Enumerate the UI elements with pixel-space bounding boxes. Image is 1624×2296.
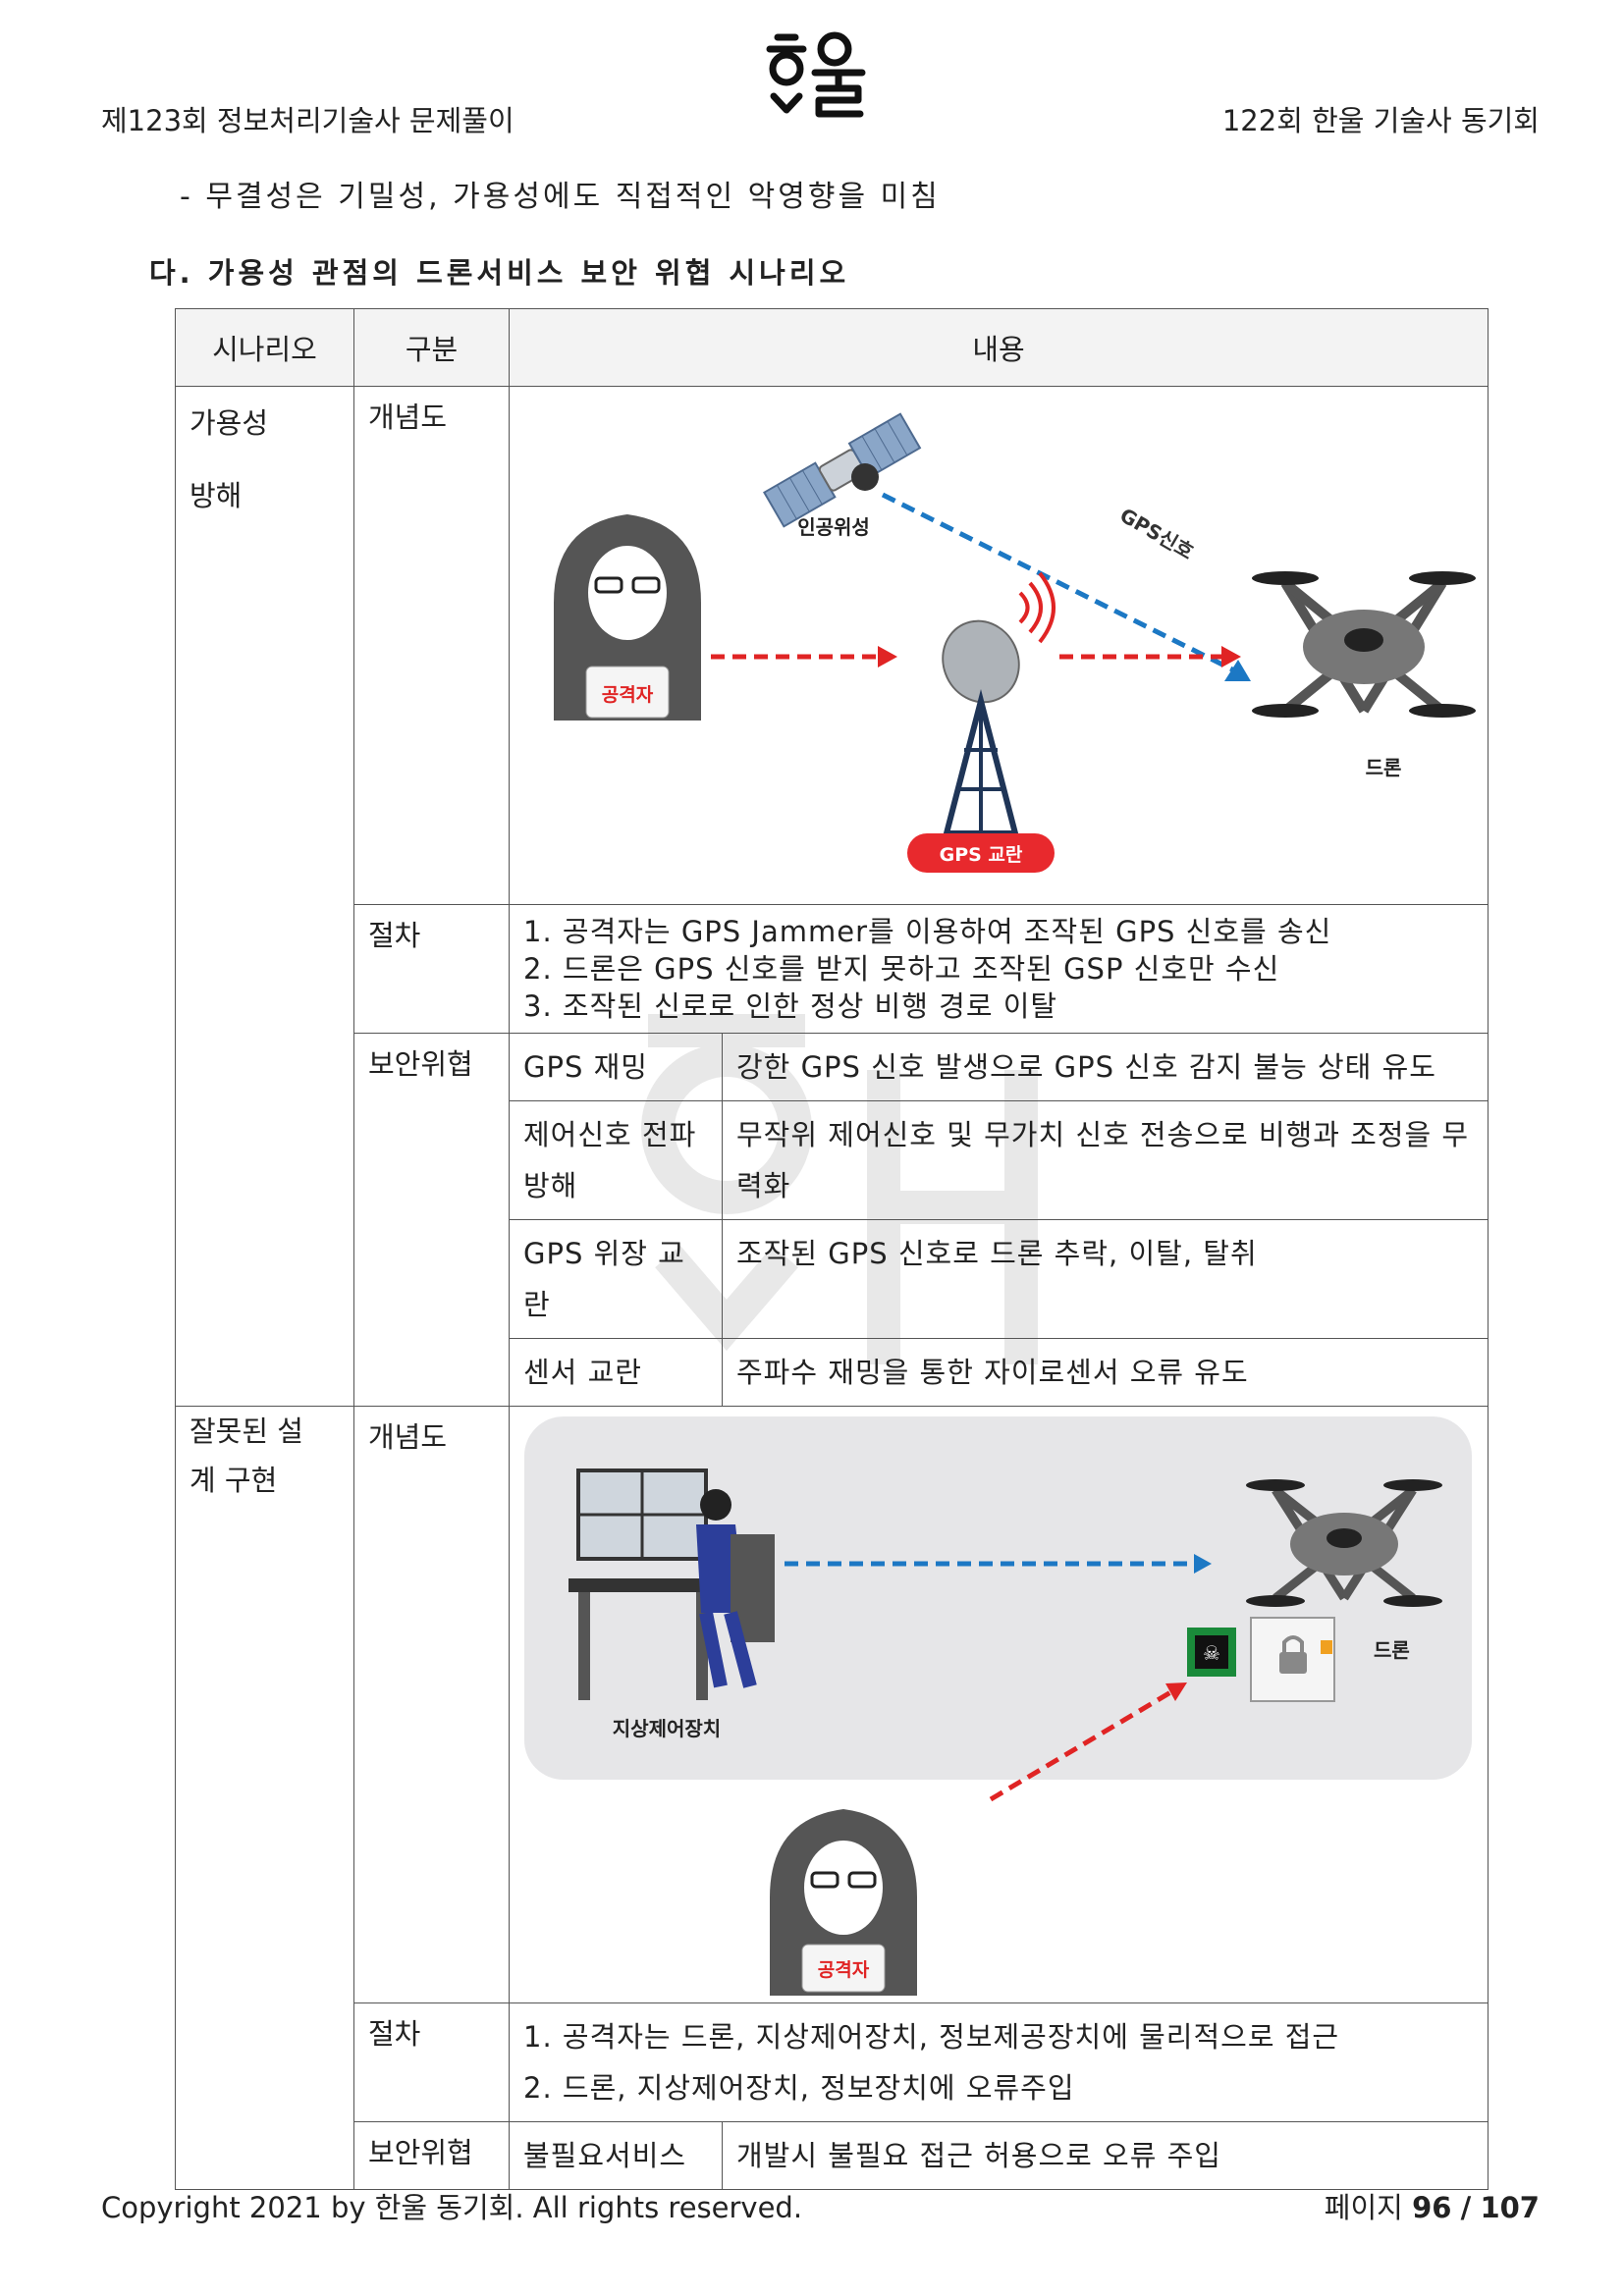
jamming-arrowhead-2 xyxy=(1221,646,1241,667)
scenario2-diagram-cell: 지상제어장치 xyxy=(509,1406,1489,2003)
threat-name: 불필요서비스 xyxy=(509,2121,723,2190)
footer-page-number: 페이지 96 / 107 xyxy=(1325,2185,1540,2226)
page-sep: / xyxy=(1460,2191,1472,2224)
procedure-step: 3. 조작된 신로로 인한 정상 비행 경로 이탈 xyxy=(523,989,1058,1023)
threat-name: 센서 교란 xyxy=(509,1338,723,1407)
header-content: 내용 xyxy=(509,308,1489,387)
satellite-icon xyxy=(763,412,922,528)
gps-jamming-diagram: 인공위성 GPS신호 공격자 xyxy=(554,412,1476,873)
hanul-logo-icon xyxy=(766,31,866,118)
procedure-step: 2. 드론, 지상제어장치, 정보장치에 오류주입 xyxy=(523,2071,1075,2105)
page-total: 107 xyxy=(1480,2191,1540,2224)
drone-label: 드론 xyxy=(1366,756,1402,779)
scenario1-concept-label: 개념도 xyxy=(353,386,510,905)
hacker-icon xyxy=(554,514,701,721)
scenario1-title-line1: 가용성 xyxy=(189,406,269,440)
procedure-step: 2. 드론은 GPS 신호를 받지 못하고 조작된 GSP 신호만 수신 xyxy=(523,952,1280,986)
scenario1-procedure-label: 절차 xyxy=(353,904,510,1034)
drone-label: 드론 xyxy=(1374,1638,1410,1662)
table-header-row: 시나리오 구분 내용 xyxy=(175,308,1489,387)
radar-tower-icon xyxy=(907,571,1056,873)
attacker-label: 공격자 xyxy=(602,684,654,706)
bullet-text: - 무결성은 기밀성, 가용성에도 직접적인 악영향을 미침 xyxy=(180,180,941,214)
table-row: 절차 1. 공격자는 GPS Jammer를 이용하여 조작된 GPS 신호를 … xyxy=(176,904,1489,1034)
malware-chip-icon: ☠ xyxy=(1187,1628,1236,1677)
ground-control-station-icon xyxy=(568,1468,775,1700)
jammer-label: GPS 교란 xyxy=(940,844,1023,866)
scenario2-title-line2: 계 구현 xyxy=(189,1464,278,1497)
scenario1-title-cell: 가용성 방해 xyxy=(175,386,354,1407)
scenario-table: 시나리오 구분 내용 가용성 방해 개념도 xyxy=(175,308,1489,2190)
drone-icon xyxy=(1252,571,1476,718)
page-current: 96 xyxy=(1412,2191,1452,2224)
threat-desc: 무작위 제어신호 및 무가치 신호 전송으로 비행과 조정을 무력화 xyxy=(722,1100,1489,1220)
page-prefix: 페이지 xyxy=(1324,2191,1403,2224)
scenario2-title-cell: 잘못된 설 계 구현 xyxy=(175,1406,354,2190)
lock-chip-icon xyxy=(1250,1617,1335,1702)
procedure-step: 1. 공격자는 GPS Jammer를 이용하여 조작된 GPS 신호를 송신 xyxy=(523,915,1332,948)
jamming-arrowhead-1 xyxy=(878,646,897,667)
table-row: 센서 교란 주파수 재밍을 통한 자이로센서 오류 유도 xyxy=(176,1338,1489,1407)
table-row: 제어신호 전파 방해 무작위 제어신호 및 무가치 신호 전송으로 비행과 조정… xyxy=(176,1100,1489,1220)
attack-arrowhead xyxy=(1165,1682,1187,1701)
threat-name: GPS 재밍 xyxy=(509,1033,723,1101)
table-row: 가용성 방해 개념도 인공위성 xyxy=(175,386,1489,1407)
hacker-icon xyxy=(770,1809,917,1996)
svg-text:☠: ☠ xyxy=(1203,1641,1220,1665)
header-right: 122회 한울 기술사 동기회 xyxy=(1221,104,1540,137)
table-row: GPS 위장 교란 조작된 GPS 신호로 드론 추락, 이탈, 탈취 xyxy=(176,1219,1489,1339)
table-row: 보안위협 불필요서비스 개발시 불필요 접근 허용으로 오류 주입 xyxy=(176,2121,1489,2190)
ground-control-label: 지상제어장치 xyxy=(613,1717,721,1740)
scenario1-threat-label: 보안위협 xyxy=(353,1033,510,1407)
control-link-arrowhead xyxy=(1194,1554,1212,1574)
threat-desc: 조작된 GPS 신호로 드론 추락, 이탈, 탈취 xyxy=(722,1219,1489,1339)
threat-name: 제어신호 전파 방해 xyxy=(509,1100,723,1220)
scenario2-procedure-cell: 1. 공격자는 드론, 지상제어장치, 정보제공장치에 물리적으로 접근 2. … xyxy=(509,2002,1489,2122)
scenario1-title-line2: 방해 xyxy=(189,479,243,512)
scenario2-threat-label: 보안위협 xyxy=(353,2121,510,2190)
design-flaw-diagram: 지상제어장치 xyxy=(524,1416,1472,1996)
header-scenario: 시나리오 xyxy=(175,308,354,387)
drone-icon xyxy=(1246,1479,1442,1607)
gps-signal-arrowhead xyxy=(1224,660,1251,681)
threat-desc: 주파수 재밍을 통한 자이로센서 오류 유도 xyxy=(722,1338,1489,1407)
procedure-step: 1. 공격자는 드론, 지상제어장치, 정보제공장치에 물리적으로 접근 xyxy=(523,2020,1340,2054)
attacker-label: 공격자 xyxy=(818,1959,870,1981)
scenario2-procedure-label: 절차 xyxy=(353,2002,510,2122)
attack-arrow xyxy=(989,1688,1174,1802)
scenario2-concept-label: 개념도 xyxy=(353,1406,510,2003)
diagram-background xyxy=(524,1416,1472,1780)
header-category: 구분 xyxy=(353,308,510,387)
footer-copyright: Copyright 2021 by 한울 동기회. All rights res… xyxy=(101,2191,803,2224)
threat-desc: 강한 GPS 신호 발생으로 GPS 신호 감지 불능 상태 유도 xyxy=(722,1033,1489,1101)
scenario1-procedure-cell: 1. 공격자는 GPS Jammer를 이용하여 조작된 GPS 신호를 송신 … xyxy=(509,904,1489,1034)
scenario2-title-line1: 잘못된 설 xyxy=(189,1415,303,1448)
table-row: 보안위협 GPS 재밍 강한 GPS 신호 발생으로 GPS 신호 감지 불능 … xyxy=(176,1033,1489,1407)
threat-desc: 개발시 불필요 접근 허용으로 오류 주입 xyxy=(722,2121,1489,2190)
satellite-label: 인공위성 xyxy=(797,515,870,539)
header-left: 제123회 정보처리기술사 문제풀이 xyxy=(101,104,514,137)
table-row: 잘못된 설 계 구현 개념도 xyxy=(175,1406,1489,2190)
section-title: 다. 가용성 관점의 드론서비스 보안 위협 시나리오 xyxy=(149,256,850,290)
gps-signal-arrow xyxy=(881,492,1238,674)
table-row: 절차 1. 공격자는 드론, 지상제어장치, 정보제공장치에 물리적으로 접근 … xyxy=(176,2002,1489,2122)
scenario1-diagram-cell: 인공위성 GPS신호 공격자 xyxy=(509,386,1489,905)
threat-name: GPS 위장 교란 xyxy=(509,1219,723,1339)
gps-signal-label: GPS신호 xyxy=(1116,504,1198,564)
